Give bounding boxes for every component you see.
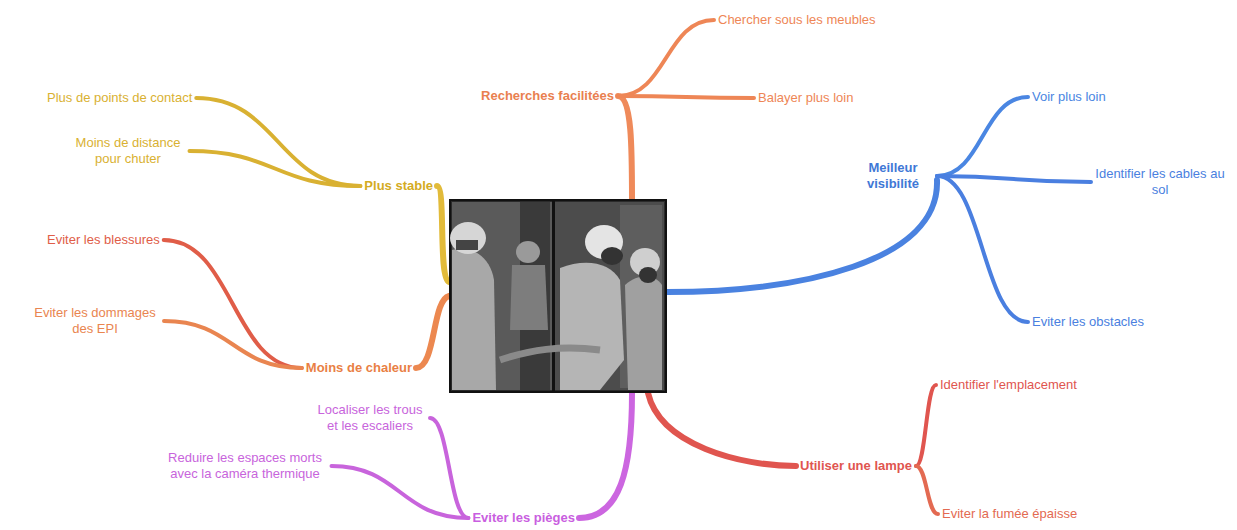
trunk-branch: [618, 96, 632, 201]
firefighter: [510, 265, 548, 330]
topic-text: Identifier l'emplacement: [940, 377, 1077, 393]
topic-text: Balayer plus loin: [758, 90, 853, 106]
branch-line: [164, 240, 302, 368]
topic-text: Moins de distance pour chuter: [71, 135, 186, 167]
branch-line: [937, 176, 1028, 322]
sub-topic: Eviter les blessures: [47, 232, 160, 248]
branch-line: [430, 418, 468, 518]
helmet: [450, 222, 486, 254]
main-topic: Meilleur visibilité: [853, 160, 933, 192]
sub-topic: Eviter la fumée épaisse: [942, 506, 1077, 522]
sub-topic: Identifier les cables au sol: [1095, 166, 1225, 198]
main-topic: Recherches facilitées: [481, 88, 614, 104]
firefighter: [452, 249, 496, 390]
sub-topic: Balayer plus loin: [758, 90, 853, 106]
trunk-branch: [667, 180, 937, 292]
hose: [500, 348, 600, 360]
sub-topic: Eviter les dommages des EPI: [30, 305, 160, 337]
branch-line: [937, 176, 1091, 182]
photo-frame: [450, 200, 666, 392]
firefighter: [560, 263, 624, 390]
trunk-branch: [648, 393, 796, 466]
branch-line: [332, 466, 469, 518]
branch-line: [618, 20, 714, 96]
topic-text: Eviter les obstacles: [1032, 314, 1144, 330]
topic-text: Identifier les cables au sol: [1095, 166, 1225, 198]
main-topic: Moins de chaleur: [306, 360, 412, 376]
branch-line: [190, 151, 361, 186]
sub-topic: Voir plus loin: [1032, 89, 1106, 105]
branch-line: [618, 96, 754, 98]
main-topic: Utiliser une lampe: [800, 458, 912, 474]
topic-text: Eviter la fumée épaisse: [942, 506, 1077, 522]
trunk-branch: [416, 296, 449, 368]
sub-topic: Chercher sous les meubles: [718, 12, 876, 28]
topic-text: Chercher sous les meubles: [718, 12, 876, 28]
topic-text: Plus de points de contact: [47, 90, 192, 106]
branch-line: [196, 98, 360, 186]
sub-topic: Moins de distance pour chuter: [71, 135, 186, 167]
branch-line: [937, 97, 1028, 176]
trunk-branch: [437, 186, 449, 282]
mask: [456, 240, 478, 250]
photo-wall: [555, 202, 664, 390]
topic-text: Localiser les trous et les escaliers: [314, 402, 426, 434]
branch-line: [164, 321, 302, 368]
topic-text: Reduire les espaces morts avec la caméra…: [163, 450, 328, 482]
branch-line: [916, 385, 936, 466]
firefighter: [625, 276, 662, 390]
photo-divider: [552, 201, 555, 391]
topic-text: Meilleur visibilité: [853, 160, 933, 192]
topic-text: Eviter les blessures: [47, 232, 160, 248]
topic-text: Utiliser une lampe: [800, 458, 912, 474]
mask: [601, 247, 623, 265]
sub-topic: Eviter les obstacles: [1032, 314, 1144, 330]
helmet: [516, 241, 540, 263]
topic-text: Eviter les pièges: [472, 510, 575, 526]
topic-text: Eviter les dommages des EPI: [30, 305, 160, 337]
topic-text: Recherches facilitées: [481, 88, 614, 104]
sub-topic: Identifier l'emplacement: [940, 377, 1077, 393]
topic-text: Plus stable: [364, 178, 433, 194]
trunk-branch: [579, 393, 632, 518]
main-topic: Eviter les pièges: [472, 510, 575, 526]
sub-topic: Plus de points de contact: [47, 90, 192, 106]
branch-line: [916, 466, 938, 514]
sub-topic: Localiser les trous et les escaliers: [314, 402, 426, 434]
main-topic: Plus stable: [364, 178, 433, 194]
topic-text: Moins de chaleur: [306, 360, 412, 376]
mask: [639, 267, 657, 283]
sub-topic: Reduire les espaces morts avec la caméra…: [163, 450, 328, 482]
topic-text: Voir plus loin: [1032, 89, 1106, 105]
